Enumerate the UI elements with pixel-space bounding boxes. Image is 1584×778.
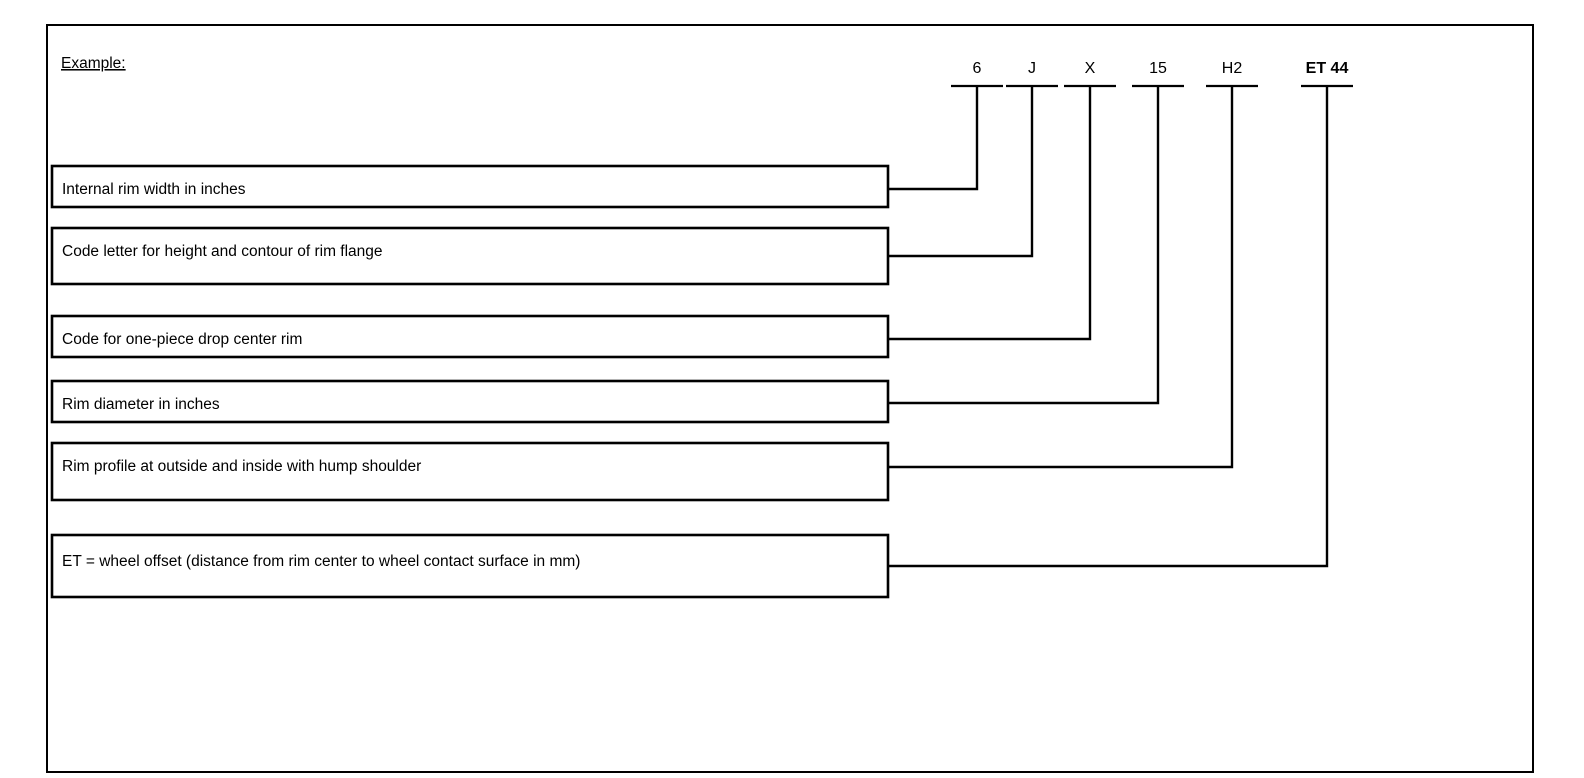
callout-label-flange-code-letter: Code letter for height and contour of ri… [62,243,383,260]
callout-label-rim-profile-hump: Rim profile at outside and inside with h… [62,458,421,475]
callout-label-et-wheel-offset: ET = wheel offset (distance from rim cen… [62,553,580,570]
callout-label-internal-rim-width: Internal rim width in inches [62,181,246,198]
diagram-outer-frame [46,24,1534,773]
code-segment-6: 6 [973,60,982,77]
callout-box-one-piece-drop-center-code [50,314,890,359]
code-segment-et-44: ET 44 [1306,60,1349,77]
rim-code-string: 6 J X 15 H2 ET 44 [951,60,1353,88]
leader-et-wheel-offset [888,86,1329,568]
leader-flange-code-letter [888,86,1034,258]
code-segment-15: 15 [1149,60,1167,77]
callout-label-one-piece-drop-center-code: Code for one-piece drop center rim [62,331,302,348]
callout-label-rim-diameter: Rim diameter in inches [62,396,220,413]
leader-rim-profile-hump [888,86,1234,469]
page-title: Example: [61,55,126,72]
code-segment-x: X [1085,60,1096,77]
callout-box-rim-profile-hump [50,441,890,502]
callout-box-rim-diameter [50,379,890,424]
callout-box-internal-rim-width [50,164,890,209]
code-segment-j: J [1028,60,1036,77]
leader-internal-rim-width [888,86,979,191]
leader-one-piece-drop-center-code [888,86,1092,341]
code-segment-h2: H2 [1222,60,1243,77]
leader-rim-diameter [888,86,1160,405]
